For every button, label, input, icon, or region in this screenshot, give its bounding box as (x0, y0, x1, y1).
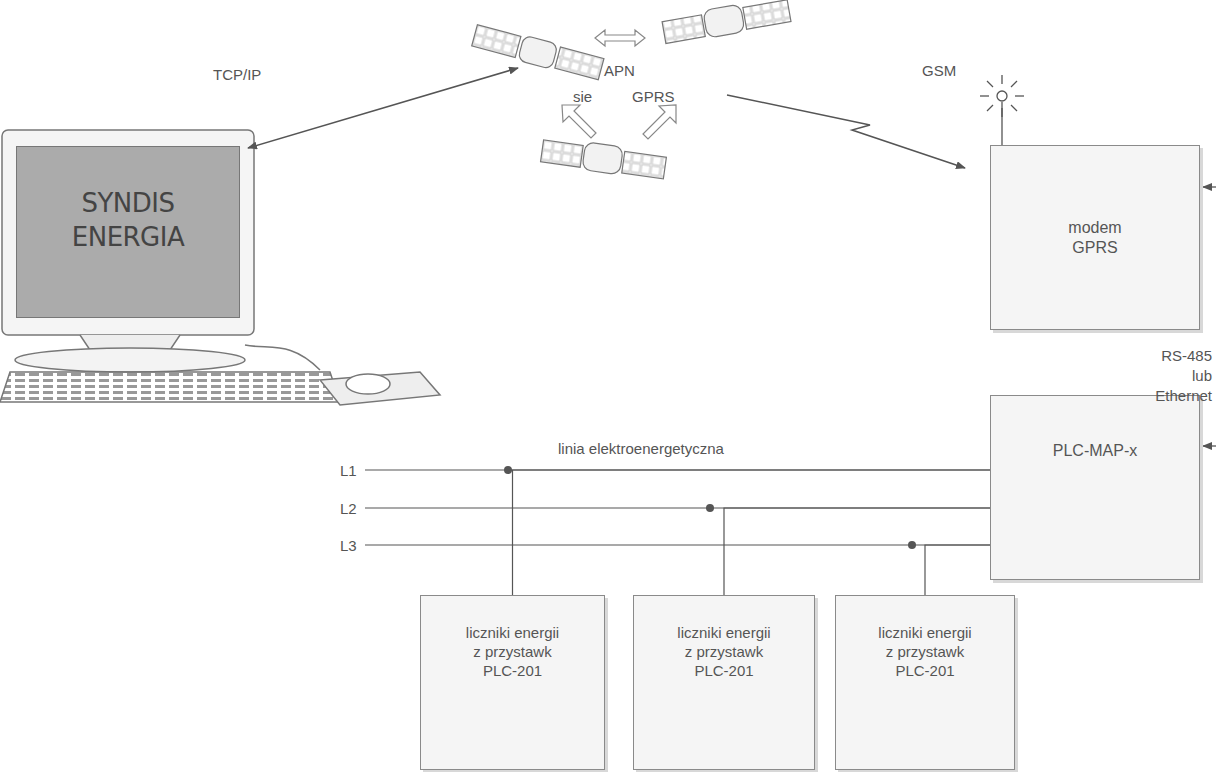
network-label: GPRS (632, 88, 675, 105)
node-text: SYNDIS ENERGIA (58, 187, 198, 255)
node-text: liczniki energii z przystawk PLC-201 (677, 624, 772, 680)
input-arrow (1203, 186, 1216, 187)
link-label: TCP/IP (213, 66, 261, 83)
phase-label: L2 (340, 500, 357, 517)
monitor (0, 130, 440, 405)
node-text: modem GPRS (1065, 218, 1125, 258)
plc-map-box: PLC-MAP-x (990, 395, 1200, 580)
meter-connection (925, 545, 990, 595)
phase-label: L3 (340, 537, 357, 554)
node-text: PLC-MAP-x (1053, 441, 1137, 461)
meter-box: liczniki energii z przystawk PLC-201 (633, 595, 815, 770)
link-label: GSM (922, 62, 956, 79)
tcpip-link (248, 68, 518, 148)
network-label: APN (604, 62, 635, 79)
network-label: sie (573, 88, 592, 105)
input-arrow (1203, 445, 1216, 446)
software-screen: SYNDIS ENERGIA (16, 146, 240, 318)
phase-label: L1 (340, 462, 357, 479)
meter-box: liczniki energii z przystawk PLC-201 (835, 595, 1015, 770)
meter-box: liczniki energii z przystawk PLC-201 (420, 595, 605, 770)
meter-connection (513, 470, 991, 595)
antenna (980, 75, 1024, 145)
modem-box: modem GPRS (990, 145, 1200, 330)
node-text: liczniki energii z przystawk PLC-201 (878, 624, 973, 680)
satellites (471, 0, 791, 181)
line-label: linia elektroenergetyczna (558, 440, 724, 457)
node-text: liczniki energii z przystawk PLC-201 (465, 624, 560, 680)
interface-label: RS-485 lub Ethernet (1140, 346, 1212, 406)
meter-connection (724, 508, 990, 595)
gsm-link (727, 95, 965, 168)
